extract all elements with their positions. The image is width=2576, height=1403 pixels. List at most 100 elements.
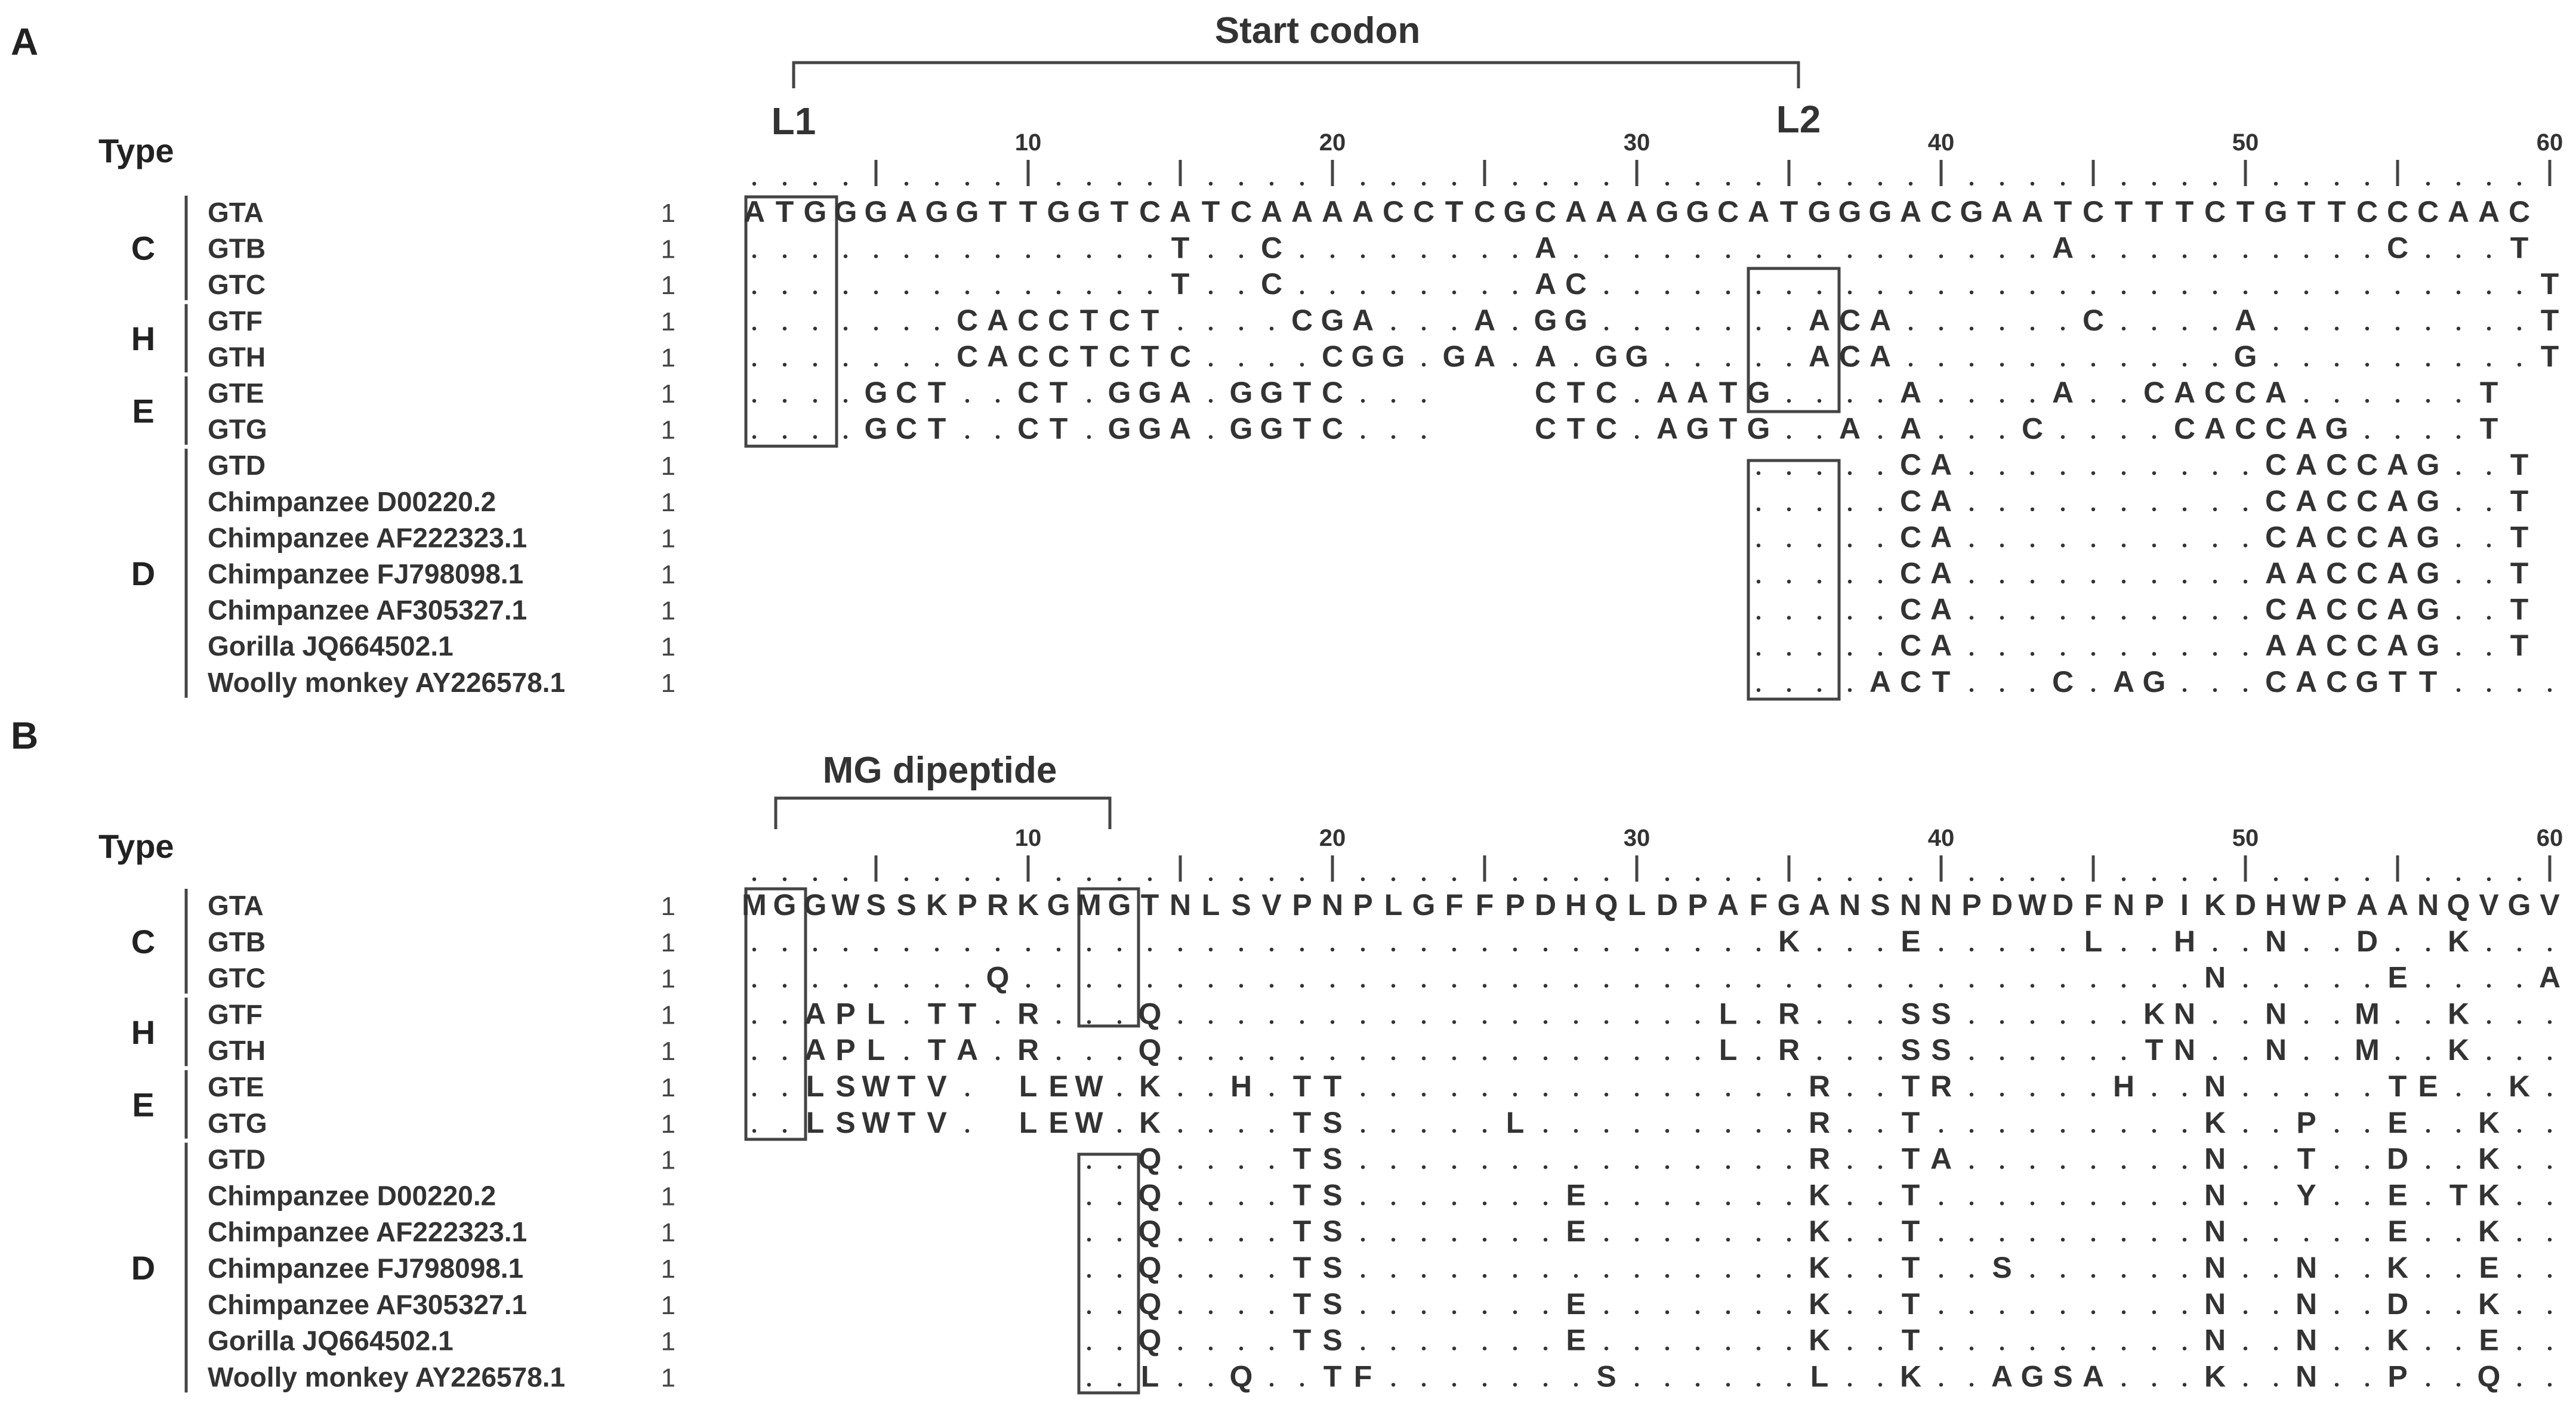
residue-match bbox=[1756, 1346, 1761, 1351]
residue-match bbox=[2213, 1020, 2217, 1024]
residue-match bbox=[2121, 947, 2126, 952]
residue-match bbox=[1178, 1092, 1183, 1097]
residue-match bbox=[1634, 254, 1639, 258]
residue: G bbox=[2508, 888, 2531, 922]
residue-match bbox=[1969, 291, 1974, 295]
residue: S bbox=[866, 888, 886, 922]
residue-match bbox=[1208, 435, 1213, 439]
residue: G bbox=[1108, 888, 1131, 922]
residue-match bbox=[2091, 363, 2096, 367]
residue-match bbox=[2030, 1201, 2035, 1206]
row-start: 1 bbox=[661, 379, 675, 409]
residue-match bbox=[2121, 1165, 2126, 1169]
residue-match bbox=[2334, 254, 2339, 258]
residue-match bbox=[1634, 1129, 1639, 1133]
residue: G bbox=[1534, 304, 1557, 337]
residue-match bbox=[1391, 1165, 1396, 1169]
residue-match bbox=[1756, 1383, 1761, 1387]
residue: A bbox=[2296, 412, 2317, 446]
residue-match bbox=[1421, 363, 1426, 367]
residue-match bbox=[2426, 1056, 2430, 1061]
residue-match bbox=[2517, 1310, 2522, 1314]
residue: G bbox=[1260, 412, 1284, 446]
residue-match bbox=[2152, 1346, 2157, 1351]
residue-match bbox=[2000, 947, 2004, 952]
residue-match bbox=[752, 984, 757, 988]
residue-match bbox=[1513, 1092, 1517, 1097]
row-start: 1 bbox=[661, 343, 675, 372]
residue-match bbox=[1878, 652, 1883, 656]
residue-match bbox=[1939, 1346, 1943, 1351]
residue-match bbox=[1665, 984, 1670, 988]
residue-match bbox=[2121, 984, 2126, 988]
residue-match bbox=[1634, 984, 1639, 988]
residue-match bbox=[2243, 1020, 2248, 1024]
residue-match bbox=[965, 254, 970, 258]
residue-match bbox=[1421, 435, 1426, 439]
residue-match bbox=[813, 984, 817, 988]
residue-match bbox=[2000, 1020, 2004, 1024]
residue-match bbox=[2426, 947, 2430, 952]
residue-match bbox=[1208, 1274, 1213, 1278]
residue-match bbox=[1208, 1129, 1213, 1133]
residue-match bbox=[2182, 1092, 2187, 1097]
residue-match bbox=[843, 254, 848, 258]
ruler-dot bbox=[2213, 877, 2217, 882]
residue-match bbox=[904, 291, 909, 295]
ruler-dot bbox=[965, 181, 970, 186]
residue-match bbox=[1878, 1238, 1883, 1242]
residue: K bbox=[2387, 1251, 2408, 1284]
residue-match bbox=[1726, 291, 1730, 295]
residue-match bbox=[1208, 291, 1213, 295]
residue-match bbox=[965, 984, 970, 988]
residue-match bbox=[2121, 579, 2126, 584]
residue: W bbox=[831, 888, 860, 922]
residue-match bbox=[1817, 1056, 1822, 1061]
residue: V bbox=[927, 1106, 947, 1139]
residue-match bbox=[2486, 1092, 2491, 1097]
residue-match bbox=[1208, 363, 1213, 367]
type-group-label: C bbox=[131, 230, 155, 267]
residue-match bbox=[2000, 1129, 2004, 1133]
residue-match bbox=[1300, 947, 1304, 952]
row-start: 1 bbox=[661, 524, 675, 553]
residue-match bbox=[1878, 1165, 1883, 1169]
residue-match bbox=[1665, 1383, 1670, 1387]
residue-match bbox=[1087, 1056, 1091, 1061]
residue-match bbox=[2182, 471, 2187, 475]
ruler-number: 30 bbox=[1624, 825, 1651, 851]
residue-match bbox=[2365, 435, 2370, 439]
residue-match bbox=[2121, 326, 2126, 330]
residue-match bbox=[934, 363, 939, 367]
ruler-dot bbox=[1908, 877, 1913, 882]
residue-match bbox=[752, 1129, 757, 1133]
residue-match bbox=[1452, 1165, 1457, 1169]
residue-match bbox=[1269, 1346, 1274, 1351]
residue-match bbox=[1543, 1274, 1548, 1278]
residue-match bbox=[1239, 1020, 1244, 1024]
residue-match bbox=[1969, 579, 1974, 584]
residue-match bbox=[1056, 947, 1061, 952]
residue-match bbox=[1300, 363, 1304, 367]
residue: C bbox=[2326, 593, 2347, 626]
residue-match bbox=[2334, 363, 2339, 367]
residue-match bbox=[1604, 947, 1609, 952]
residue-match bbox=[813, 398, 817, 403]
ruler-dot bbox=[1239, 877, 1244, 882]
residue-match bbox=[1482, 1346, 1487, 1351]
residue-match bbox=[1604, 1092, 1609, 1097]
residue-match bbox=[1513, 1383, 1517, 1387]
residue-match bbox=[965, 435, 970, 439]
ruler-dot bbox=[1574, 181, 1578, 186]
residue: A bbox=[1869, 304, 1891, 337]
residue-match bbox=[1604, 1201, 1609, 1206]
residue: R bbox=[1809, 1070, 1830, 1103]
residue-match bbox=[1878, 435, 1883, 439]
residue-match bbox=[1421, 947, 1426, 952]
residue-match bbox=[2060, 1310, 2065, 1314]
